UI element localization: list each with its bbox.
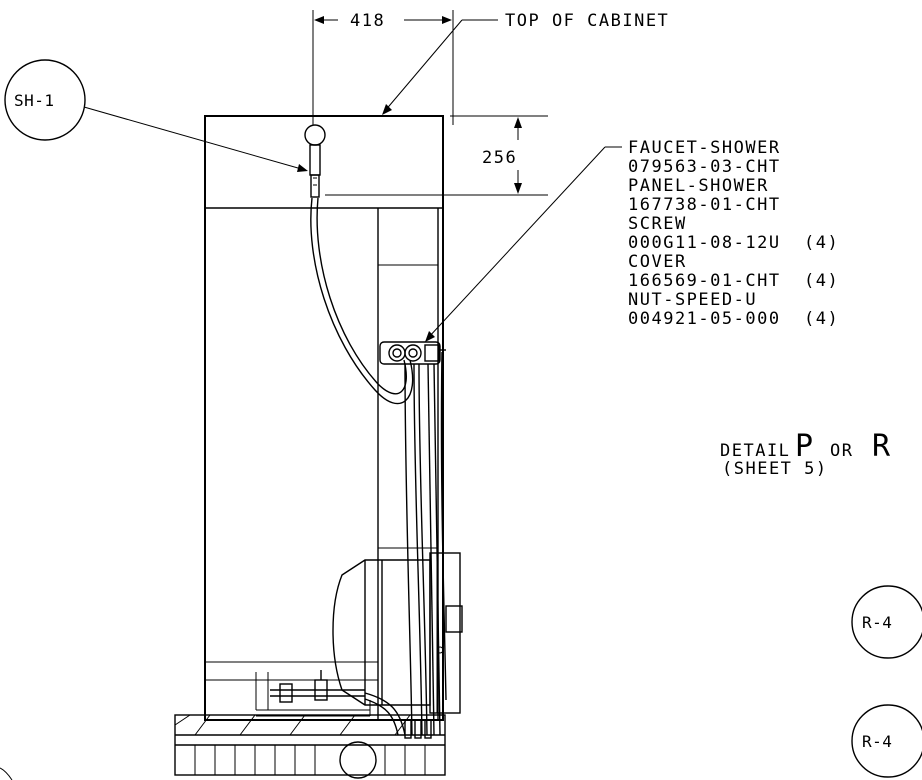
faucet-valve xyxy=(379,341,446,365)
base-frame xyxy=(174,714,446,779)
shower-hose xyxy=(310,197,414,405)
top-of-cabinet-callout: TOP OF CABINET xyxy=(382,11,669,115)
dimension-418: 418 xyxy=(312,10,454,125)
detail-connector: OR xyxy=(830,441,853,461)
sh-1-callout: SH-1 xyxy=(4,59,308,172)
supply-pipes xyxy=(404,351,447,736)
r4-label-b: R-4 xyxy=(862,732,892,751)
parts-line: 166569-01-CHT (4) xyxy=(628,271,839,291)
shower-head xyxy=(304,124,326,198)
detail-title: DETAIL P OR R (SHEET 5) xyxy=(720,429,892,479)
width-dimension-label: 418 xyxy=(350,11,385,31)
parts-line: 000G11-08-12U (4) xyxy=(628,233,839,253)
detail-letter: P xyxy=(795,429,815,464)
parts-line: 079563-03-CHT xyxy=(628,157,781,177)
detail-letter-2: R xyxy=(872,429,892,464)
pump-motor xyxy=(332,552,463,714)
parts-line: 167738-01-CHT xyxy=(628,195,781,215)
cabinet-outline xyxy=(204,115,444,721)
top-of-cabinet-label: TOP OF CABINET xyxy=(505,11,669,31)
r4-callout-a: R-4 xyxy=(851,585,922,659)
sh-1-label: SH-1 xyxy=(14,91,55,110)
parts-line: PANEL-SHOWER xyxy=(628,176,769,196)
parts-line: 004921-05-000 (4) xyxy=(628,309,839,329)
parts-line: SCREW xyxy=(628,214,687,234)
height-dimension-label: 256 xyxy=(482,148,517,168)
parts-line: NUT-SPEED-U xyxy=(628,290,757,310)
bottom-plumbing xyxy=(270,670,432,739)
r4-label-a: R-4 xyxy=(862,613,892,632)
detail-prefix: DETAIL xyxy=(720,441,790,461)
dimension-256: 256 xyxy=(325,115,548,196)
parts-list: FAUCET-SHOWER 079563-03-CHT PANEL-SHOWER… xyxy=(628,138,839,329)
r4-callout-b: R-4 xyxy=(851,704,922,778)
parts-line: FAUCET-SHOWER xyxy=(628,138,781,158)
corner-arc xyxy=(0,767,13,780)
detail-sheet-ref: (SHEET 5) xyxy=(722,459,828,479)
parts-line: COVER xyxy=(628,252,687,272)
parts-leader xyxy=(425,146,622,342)
